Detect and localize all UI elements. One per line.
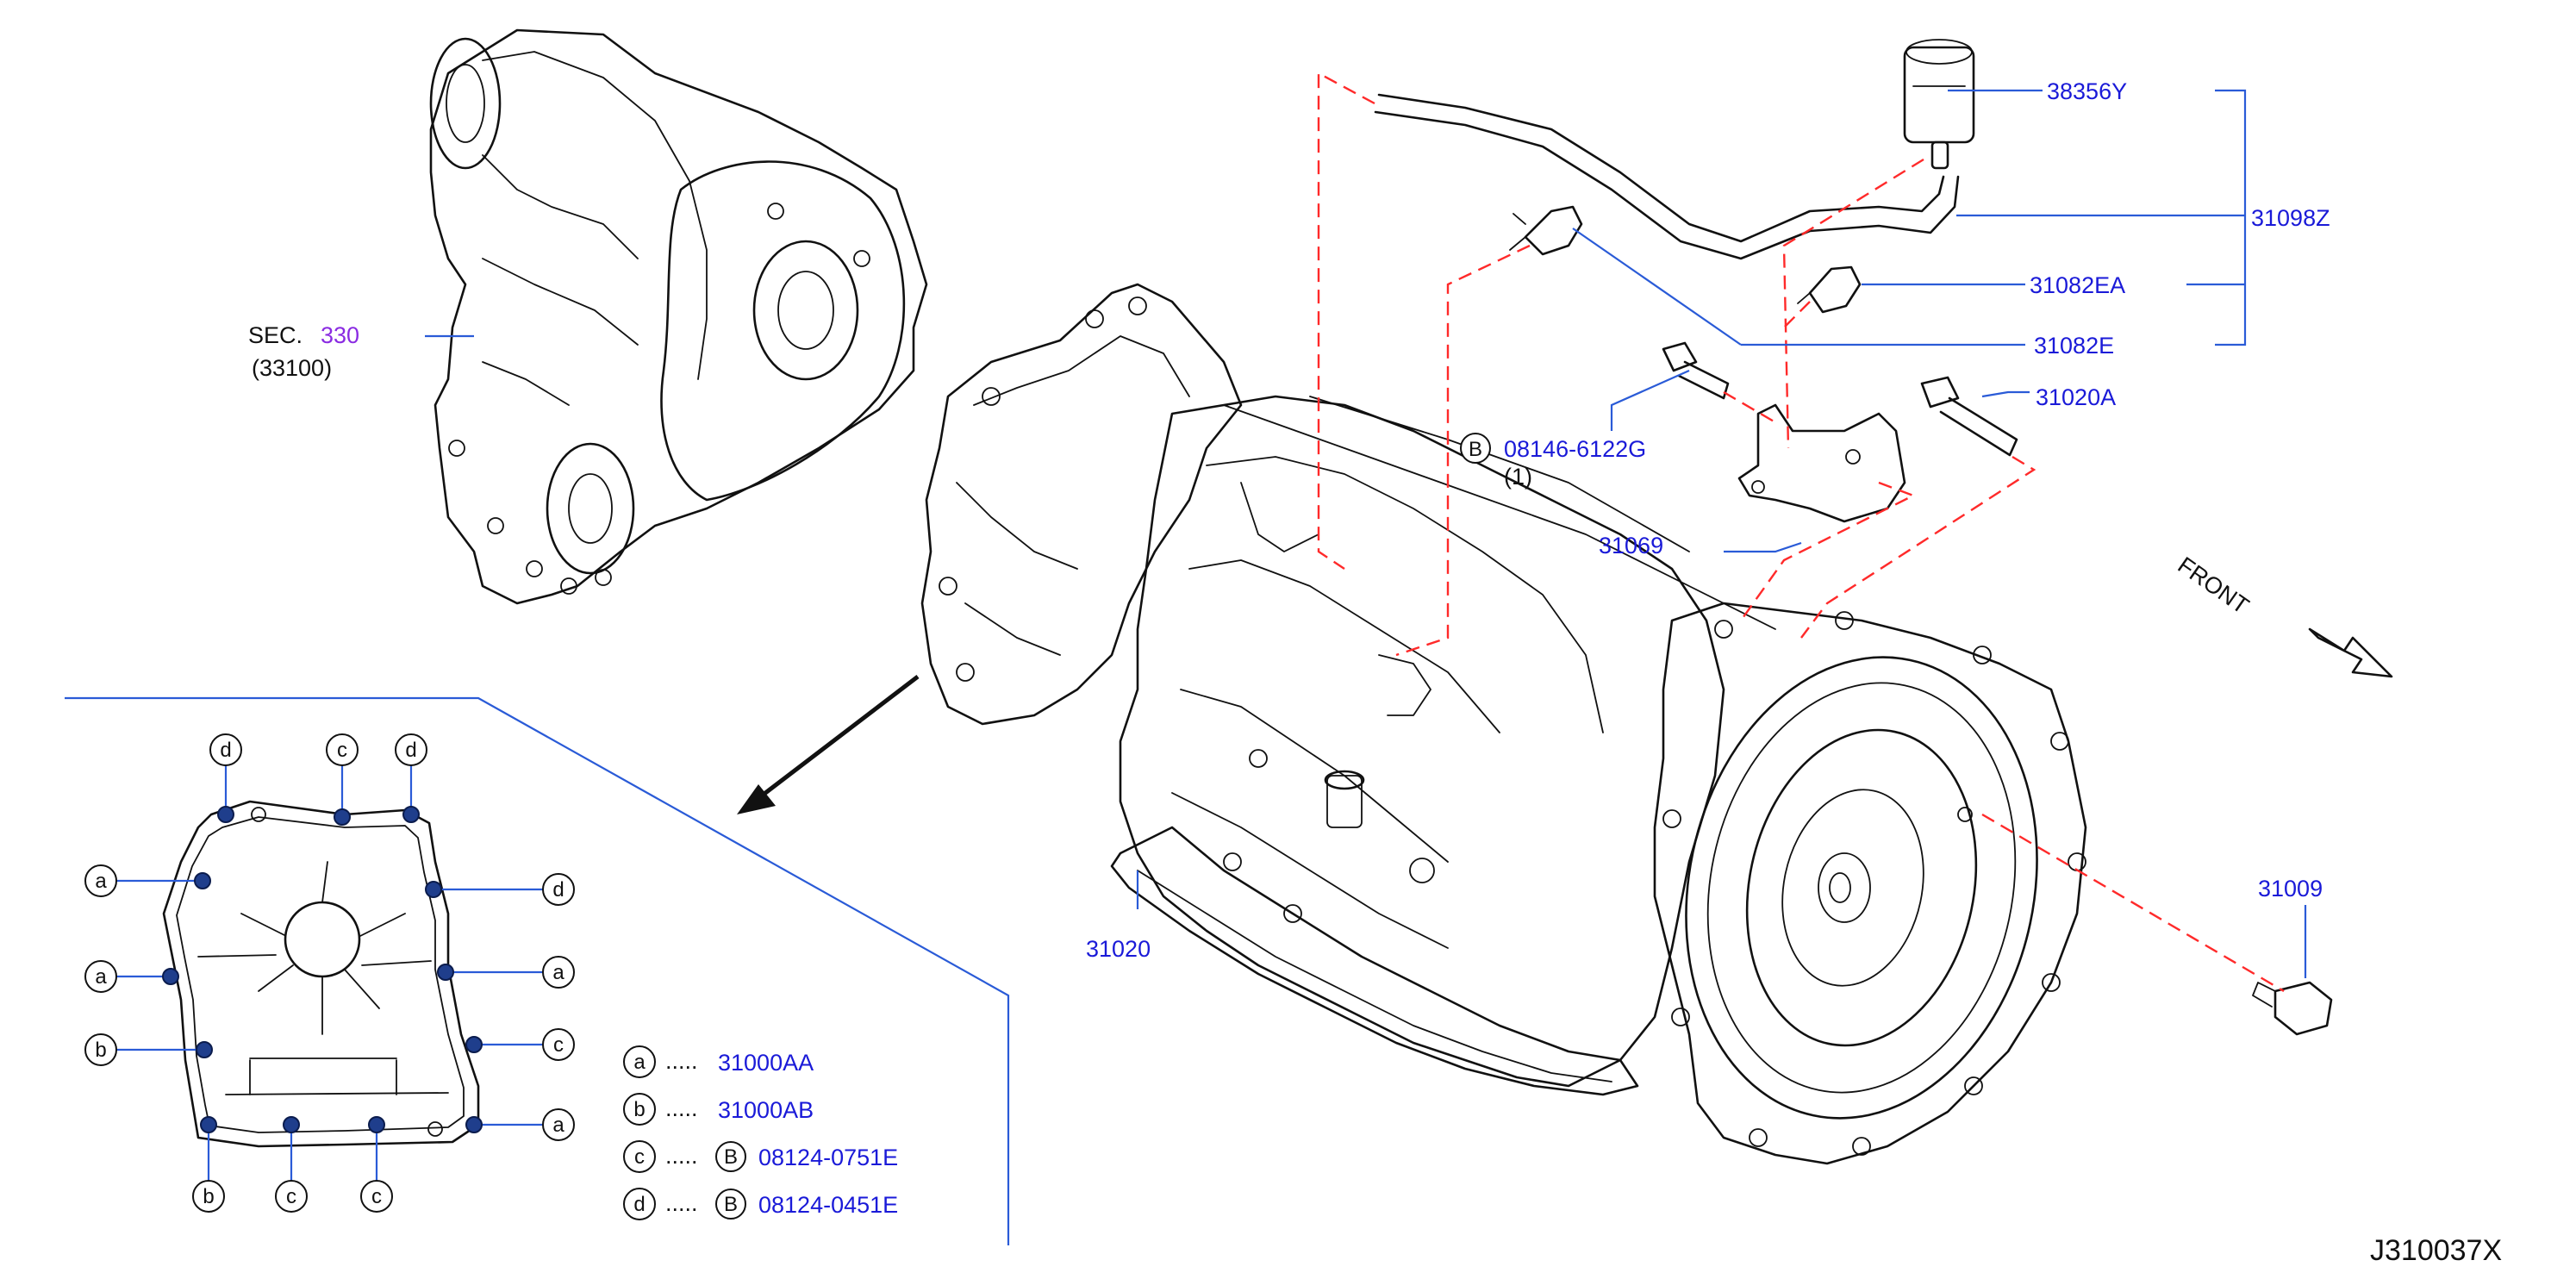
bolt-marker (368, 1116, 385, 1133)
diagram-code: J310037X (2370, 1234, 2502, 1267)
phantom-lines (1317, 71, 2285, 993)
part-31069[interactable]: 31069 (1599, 533, 1663, 558)
legend-part-31000AB[interactable]: 31000AB (718, 1097, 814, 1123)
legend-b-symbol: B (724, 1193, 738, 1216)
bolt-31020a-drawing (1920, 376, 2018, 457)
hose-clip-31082ea-drawing (1797, 265, 1862, 314)
bolt-callout-c (275, 1180, 308, 1213)
bolt-callout-letter: c (337, 739, 347, 762)
bolt-marker (465, 1036, 483, 1053)
bracket-31069-drawing (1737, 403, 1906, 523)
legend-letter-circle (623, 1045, 656, 1078)
bolt-callout-a (542, 956, 575, 989)
bolt-callout-a (84, 960, 117, 993)
bolt-callout-b (84, 1033, 117, 1066)
legend-letter-circle (623, 1093, 656, 1126)
part-38356Y[interactable]: 38356Y (2047, 78, 2127, 104)
part-labels: SEC. 330 (33100) 38356Y 31098Z 31082EA 3… (248, 78, 2502, 1267)
part-08146-6122G[interactable]: 08146-6122G (1504, 436, 1646, 462)
part-31009[interactable]: 31009 (2258, 876, 2323, 902)
bolt-08146-drawing (1662, 341, 1730, 400)
legend-part-08124-0451E[interactable]: 08124-0451E (758, 1192, 898, 1218)
bolt-callout-letter: b (95, 1039, 106, 1062)
bolt-marker (465, 1116, 483, 1133)
sec-number-label[interactable]: 330 (321, 322, 359, 348)
front-arrow-icon (2308, 627, 2393, 678)
sec-prefix-label: SEC. (248, 322, 303, 348)
bolt-callout-letter: d (552, 878, 564, 902)
bolt-marker (402, 806, 420, 823)
leader-lines (65, 89, 2307, 1245)
bolt-callout-c (326, 733, 359, 766)
part-31098Z[interactable]: 31098Z (2251, 205, 2330, 231)
legend-letter-circle (623, 1140, 656, 1173)
bolt-callout-letter: b (203, 1185, 214, 1208)
part-31082EA[interactable]: 31082EA (2030, 272, 2125, 298)
bolt-callout-a (542, 1108, 575, 1141)
oil-pan-detail (162, 800, 480, 1148)
bolt-marker (162, 968, 179, 985)
front-label: FRONT (2174, 552, 2254, 619)
bolt-marker (425, 881, 442, 898)
bolt-marker (334, 808, 351, 826)
sec-sub-label: (33100) (252, 355, 332, 381)
detail-direction-arrow (737, 675, 920, 814)
bolt-callout-letter: c (286, 1185, 296, 1208)
legend-dots: ..... (665, 1190, 698, 1216)
legend-letter: d (633, 1193, 645, 1216)
oil-pan-bolt-callouts: d c d a a b d a c a b c c (84, 733, 575, 1213)
bolt-marker (283, 1116, 300, 1133)
legend-letter-circle (623, 1188, 656, 1220)
bolt-marker (437, 964, 454, 981)
b-symbol-label: B (1469, 438, 1482, 461)
bolt-marker (200, 1116, 217, 1133)
bolt-callout-b (192, 1180, 225, 1213)
bolt-callout-letter: a (95, 965, 107, 989)
transmission-drawing (920, 283, 2087, 1165)
legend-dots: ..... (665, 1143, 698, 1169)
legend-part-31000AA[interactable]: 31000AA (718, 1050, 814, 1076)
legend-letter: c (634, 1145, 645, 1169)
legend-dots: ..... (665, 1048, 698, 1074)
bolt-callout-letter: a (552, 961, 564, 984)
bolt-callout-c (542, 1028, 575, 1061)
bolt-callout-d (395, 733, 427, 766)
b-symbol-circle (715, 1141, 746, 1172)
bolt-callout-d (542, 873, 575, 906)
bolt-callout-a (84, 864, 117, 897)
legend-letter: a (633, 1051, 646, 1074)
breather-cap-drawing (1903, 39, 1975, 170)
bolt-callout-letter: d (220, 739, 231, 762)
bolt-callout-d (209, 733, 242, 766)
legend-part-08124-0751E[interactable]: 08124-0751E (758, 1145, 898, 1170)
legend-b-symbol: B (724, 1145, 738, 1169)
hose-clip-31082e-drawing (1509, 205, 1583, 256)
transfer-case-drawing (429, 28, 928, 605)
legend-dots: ..... (665, 1095, 698, 1121)
bolt-marker (196, 1041, 213, 1058)
part-31082E[interactable]: 31082E (2034, 333, 2114, 359)
bolt-callout-letter: a (552, 1114, 564, 1137)
drain-plug-31009-drawing (2252, 981, 2333, 1036)
b-symbol-circle (1460, 433, 1491, 464)
bolt-legend: a ..... 31000AA b ..... 31000AB c ..... … (623, 1045, 898, 1220)
part-31020[interactable]: 31020 (1086, 936, 1151, 962)
part-08146-quantity: (1) (1504, 464, 1532, 490)
bolt-marker (217, 806, 234, 823)
bolt-callout-letter: c (371, 1185, 382, 1208)
breather-hose-drawing (1374, 93, 1960, 260)
part-31020A[interactable]: 31020A (2036, 384, 2116, 410)
legend-letter: b (633, 1098, 645, 1121)
bolt-callout-c (360, 1180, 393, 1213)
bolt-marker (194, 872, 211, 889)
bolt-callout-letter: a (95, 870, 107, 893)
bolt-callout-letter: c (553, 1033, 564, 1057)
b-symbol-circle (715, 1189, 746, 1220)
bolt-callout-letter: d (405, 739, 416, 762)
